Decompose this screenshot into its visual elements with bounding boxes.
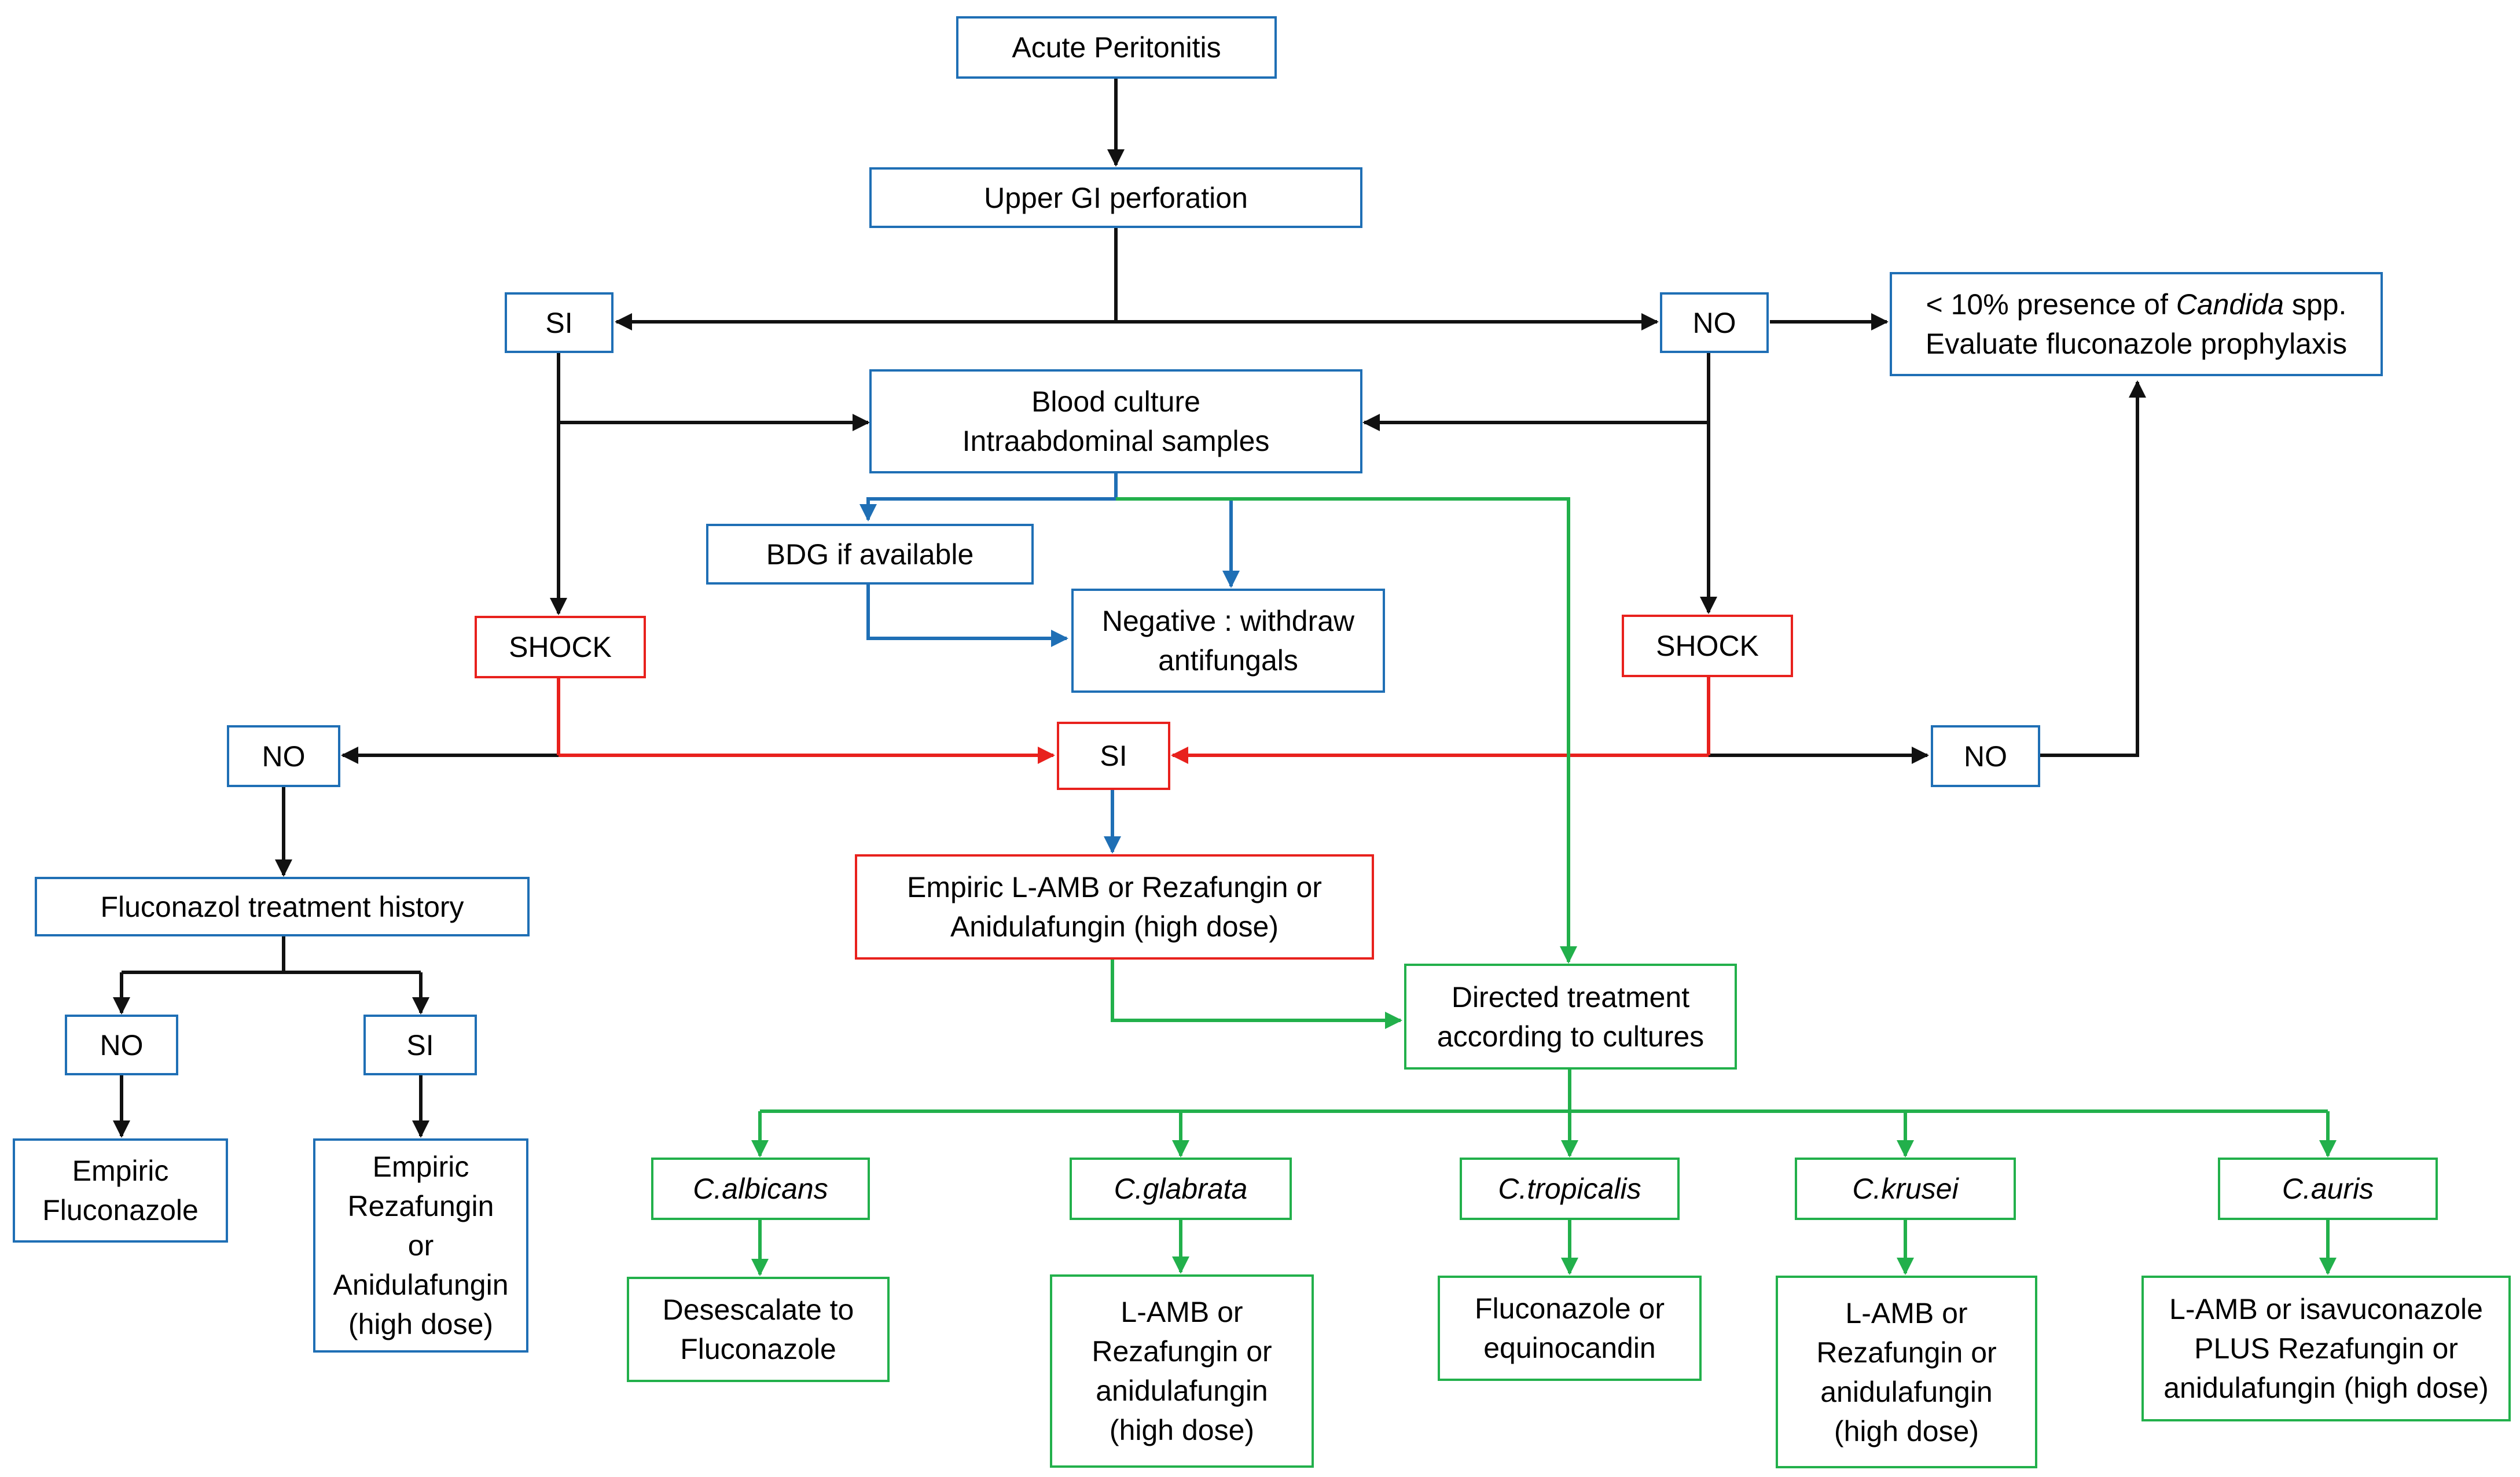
node-shock-left: SHOCK xyxy=(475,616,646,678)
node-species-auris: C.auris xyxy=(2218,1158,2438,1220)
node-no-right-lower-label: NO xyxy=(1964,740,2007,773)
node-treatment-glabrata-line3: anidulafungin xyxy=(1096,1375,1268,1407)
node-directed-line1: Directed treatment xyxy=(1451,980,1690,1013)
node-cultures-line1: Blood culture xyxy=(1031,385,1200,418)
node-history-no: NO xyxy=(65,1015,178,1075)
node-si-left: SI xyxy=(505,292,614,353)
node-candida-presence-line2: Evaluate fluconazole prophylaxis xyxy=(1925,328,2348,360)
node-empiric-rezafungin-line2: Rezafungin xyxy=(347,1190,494,1222)
arrow-no-to-candida-up xyxy=(2040,380,2146,757)
node-species-tropicalis: C.tropicalis xyxy=(1460,1158,1680,1220)
node-treatment-albicans-line2: Fluconazole xyxy=(680,1333,836,1365)
node-empiric-fluconazole-line2: Fluconazole xyxy=(42,1194,199,1226)
node-upper-gi-perforation-label: Upper GI perforation xyxy=(984,181,1248,214)
arrow-cultures-to-directed xyxy=(1116,497,1577,964)
node-candida-presence-line1: < 10% presence of Candida spp. xyxy=(1926,288,2347,321)
node-si-left-label: SI xyxy=(545,306,573,339)
node-species-glabrata: C.glabrata xyxy=(1070,1158,1292,1220)
node-treatment-glabrata: L-AMB or Rezafungin or anidulafungin (hi… xyxy=(1050,1274,1314,1468)
node-history-si: SI xyxy=(363,1015,477,1075)
node-species-auris-label: C.auris xyxy=(2282,1173,2374,1205)
node-species-albicans-label: C.albicans xyxy=(693,1173,828,1205)
node-candida-presence: < 10% presence of Candida spp. Evaluate … xyxy=(1890,272,2383,376)
node-treatment-krusei-line1: L-AMB or xyxy=(1845,1296,1968,1329)
node-directed: Directed treatment according to cultures xyxy=(1404,964,1737,1070)
node-negative: Negative : withdraw antifungals xyxy=(1071,589,1385,693)
node-fluconazol-history-label: Fluconazol treatment history xyxy=(100,890,464,923)
node-empiric-rezafungin-line5: (high dose) xyxy=(348,1308,494,1340)
node-acute-peritonitis: Acute Peritonitis xyxy=(956,16,1277,79)
node-bdg: BDG if available xyxy=(706,524,1034,585)
node-si-center-label: SI xyxy=(1100,740,1127,772)
node-no-right: NO xyxy=(1660,292,1769,353)
node-treatment-krusei: L-AMB or Rezafungin or anidulafungin (hi… xyxy=(1776,1276,2037,1468)
node-shock-right: SHOCK xyxy=(1622,615,1793,677)
node-treatment-glabrata-line1: L-AMB or xyxy=(1121,1296,1243,1328)
node-treatment-auris-line2: PLUS Rezafungin or xyxy=(2194,1332,2458,1365)
node-treatment-auris: L-AMB or isavuconazole PLUS Rezafungin o… xyxy=(2141,1276,2511,1421)
node-species-albicans: C.albicans xyxy=(651,1158,870,1220)
arrow-bdg-to-negative xyxy=(866,585,1068,647)
node-shock-left-label: SHOCK xyxy=(509,631,612,663)
node-treatment-glabrata-line4: (high dose) xyxy=(1109,1414,1255,1446)
node-directed-line2: according to cultures xyxy=(1437,1020,1705,1053)
node-empiric-lamb-line1: Empiric L-AMB or Rezafungin or xyxy=(907,871,1322,903)
node-negative-line1: Negative : withdraw xyxy=(1101,605,1355,637)
node-no-left: NO xyxy=(227,725,340,787)
node-empiric-rezafungin-line1: Empiric xyxy=(372,1151,469,1183)
node-treatment-tropicalis: Fluconazole or equinocandin xyxy=(1438,1276,1702,1381)
node-treatment-tropicalis-line2: equinocandin xyxy=(1483,1332,1656,1364)
node-species-glabrata-label: C.glabrata xyxy=(1114,1173,1248,1205)
node-treatment-krusei-line3: anidulafungin xyxy=(1820,1375,1993,1408)
node-species-krusei: C.krusei xyxy=(1795,1158,2016,1220)
node-fluconazol-history: Fluconazol treatment history xyxy=(35,877,530,936)
node-treatment-tropicalis-line1: Fluconazole or xyxy=(1475,1292,1665,1325)
node-empiric-lamb: Empiric L-AMB or Rezafungin or Anidulafu… xyxy=(855,854,1374,960)
node-empiric-rezafungin-line3: or xyxy=(407,1229,434,1262)
node-empiric-fluconazole-line1: Empiric xyxy=(72,1155,169,1187)
node-history-no-label: NO xyxy=(100,1028,144,1061)
node-species-krusei-label: C.krusei xyxy=(1852,1173,1959,1205)
node-cultures-line2: Intraabdominal samples xyxy=(962,425,1270,457)
node-empiric-rezafungin: Empiric Rezafungin or Anidulafungin (hig… xyxy=(313,1138,528,1353)
node-treatment-krusei-line4: (high dose) xyxy=(1834,1414,1979,1447)
node-shock-right-label: SHOCK xyxy=(1656,630,1759,662)
node-empiric-rezafungin-line4: Anidulafungin xyxy=(333,1269,509,1301)
node-no-right-lower: NO xyxy=(1931,725,2040,787)
node-cultures: Blood culture Intraabdominal samples xyxy=(869,369,1362,473)
arrow-cultures-to-bdg xyxy=(859,497,1116,521)
node-species-tropicalis-label: C.tropicalis xyxy=(1498,1173,1641,1205)
node-no-right-label: NO xyxy=(1692,306,1736,339)
node-no-left-label: NO xyxy=(262,740,306,773)
node-negative-line2: antifungals xyxy=(1158,644,1298,677)
node-treatment-albicans-line1: Desescalate to xyxy=(662,1294,854,1326)
node-upper-gi-perforation: Upper GI perforation xyxy=(869,167,1362,228)
node-treatment-auris-line3: anidulafungin (high dose) xyxy=(2163,1372,2489,1404)
node-treatment-auris-line1: L-AMB or isavuconazole xyxy=(2169,1293,2483,1325)
node-empiric-fluconazole: Empiric Fluconazole xyxy=(13,1138,228,1243)
node-empiric-lamb-line2: Anidulafungin (high dose) xyxy=(950,910,1279,943)
node-si-center: SI xyxy=(1057,722,1170,790)
node-history-si-label: SI xyxy=(406,1028,434,1061)
node-acute-peritonitis-label: Acute Peritonitis xyxy=(1012,31,1221,64)
arrow-empiric-to-directed xyxy=(1111,960,1402,1029)
arrow-cultures-to-negative xyxy=(1116,497,1240,588)
node-treatment-krusei-line2: Rezafungin or xyxy=(1816,1336,1997,1369)
node-treatment-glabrata-line2: Rezafungin or xyxy=(1092,1335,1272,1368)
candida-italic: Candida xyxy=(2176,288,2284,321)
node-treatment-albicans: Desescalate to Fluconazole xyxy=(627,1277,890,1382)
node-bdg-label: BDG if available xyxy=(766,538,974,571)
